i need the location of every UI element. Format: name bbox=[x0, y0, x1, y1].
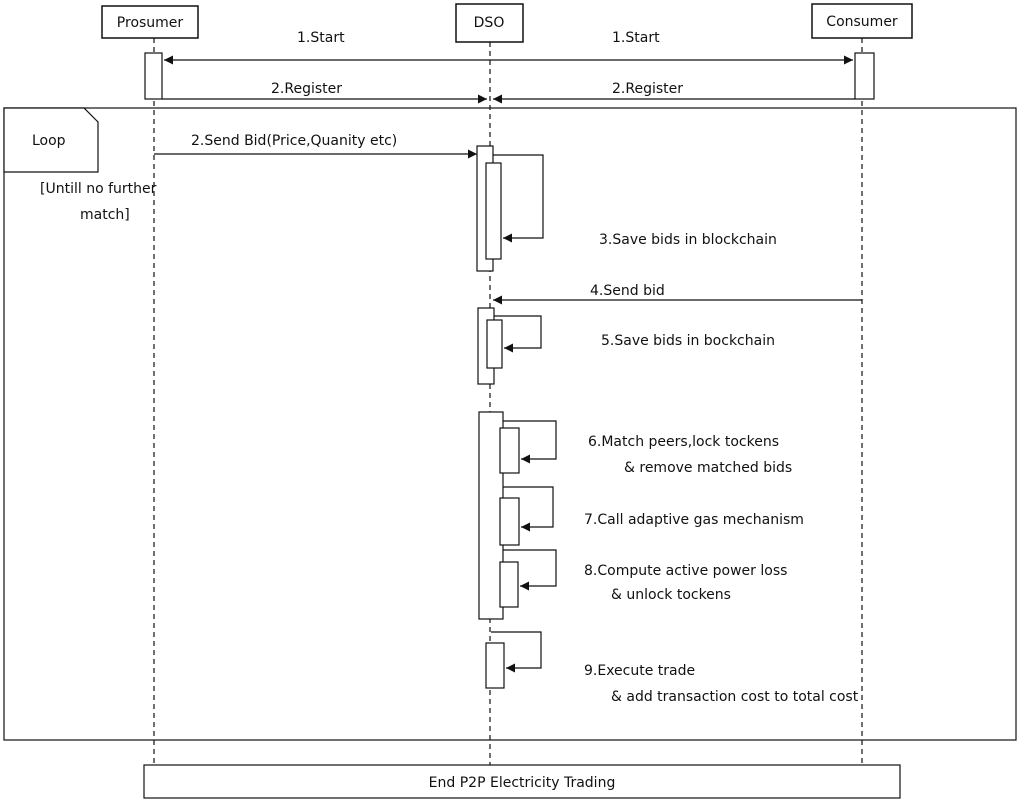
save-bids-1-self-arrow bbox=[493, 154, 544, 243]
loop-tag bbox=[3, 107, 99, 173]
loss-label-line1: 8.Compute active power loss bbox=[584, 563, 787, 579]
loss-label-line2: & unlock tockens bbox=[611, 587, 731, 603]
start-right-label: 1.Start bbox=[612, 30, 660, 46]
consumer-activation bbox=[854, 52, 875, 100]
exec-activation bbox=[485, 642, 505, 689]
gas-activation bbox=[499, 497, 520, 546]
prosumer-label: Prosumer bbox=[117, 15, 184, 31]
gas-self-arrow bbox=[503, 486, 554, 532]
match-label-line2: & remove matched bids bbox=[624, 460, 792, 476]
dso-activation-1-inner bbox=[485, 162, 502, 260]
dso-box: DSO bbox=[455, 3, 524, 43]
exec-label-line2: & add transaction cost to total cost bbox=[611, 689, 859, 705]
loop-frame bbox=[3, 107, 1017, 741]
loss-self-arrow bbox=[503, 549, 557, 591]
loop-label: Loop bbox=[32, 133, 66, 149]
dso-activation-2-inner bbox=[486, 319, 503, 369]
save-bids-2-label: 5.Save bids in bockchain bbox=[601, 333, 775, 349]
exec-self-arrow bbox=[491, 631, 542, 673]
loss-activation bbox=[499, 561, 519, 608]
match-self-arrow bbox=[503, 420, 557, 464]
gas-label: 7.Call adaptive gas mechanism bbox=[584, 512, 804, 528]
end-box-label: End P2P Electricity Trading bbox=[429, 775, 616, 791]
prosumer-box: Prosumer bbox=[101, 5, 199, 39]
send-bid-prosumer-label: 2.Send Bid(Price,Quanity etc) bbox=[191, 133, 397, 149]
prosumer-activation bbox=[144, 52, 163, 100]
start-left-label: 1.Start bbox=[297, 30, 345, 46]
match-label-line1: 6.Match peers,lock tockens bbox=[588, 434, 779, 450]
loop-guard-line2: match] bbox=[80, 207, 130, 223]
consumer-box: Consumer bbox=[811, 3, 913, 39]
save-bids-1-label: 3.Save bids in blockchain bbox=[599, 232, 777, 248]
register-right-label: 2.Register bbox=[612, 81, 683, 97]
end-box bbox=[143, 764, 901, 799]
dso-label: DSO bbox=[474, 15, 505, 31]
consumer-label: Consumer bbox=[826, 14, 898, 30]
loop-guard-line1: [Untill no further bbox=[40, 181, 157, 197]
send-bid-consumer-label: 4.Send bid bbox=[590, 283, 665, 299]
register-left-label: 2.Register bbox=[271, 81, 342, 97]
exec-label-line1: 9.Execute trade bbox=[584, 663, 695, 679]
match-activation bbox=[499, 427, 520, 474]
dso-activation-3 bbox=[478, 411, 504, 620]
save-bids-2-self-arrow bbox=[494, 315, 542, 353]
